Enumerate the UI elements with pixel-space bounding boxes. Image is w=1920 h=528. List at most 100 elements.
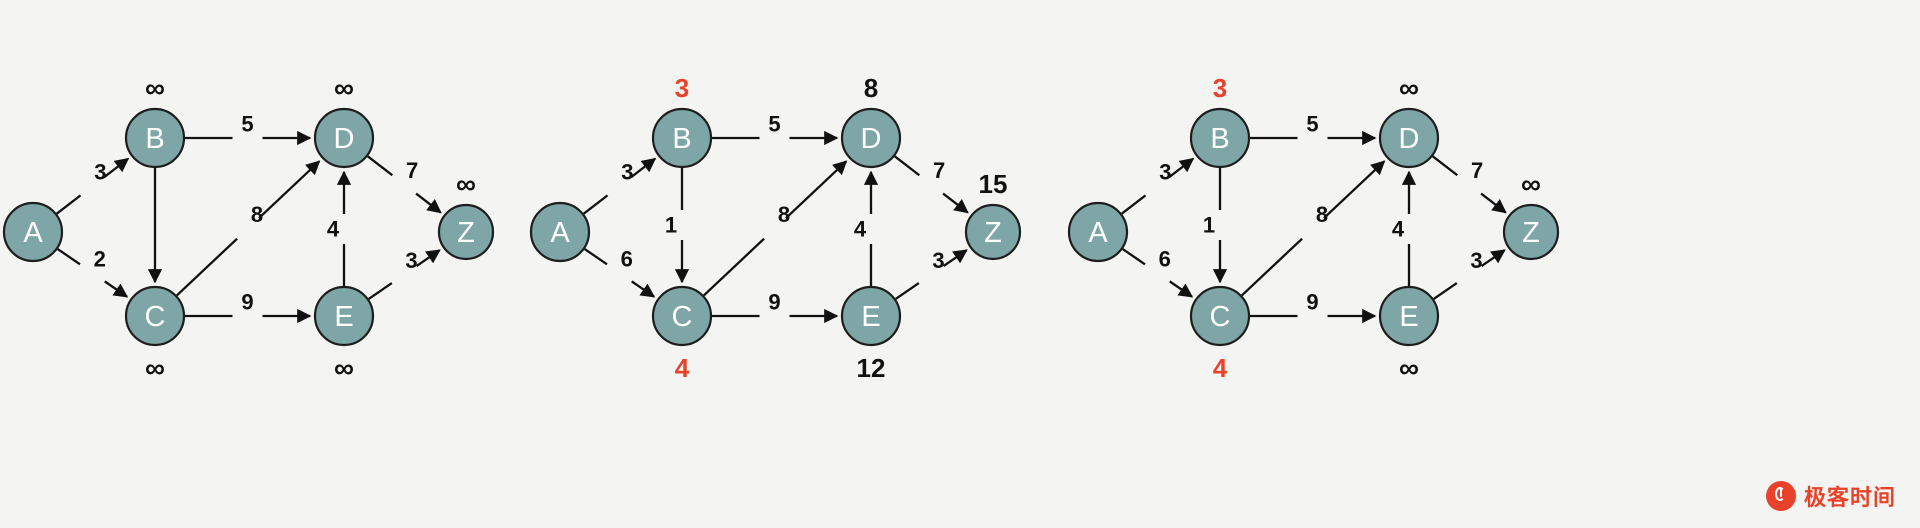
edge-C-E: 9	[712, 290, 839, 324]
edge-A-B: 3	[1121, 157, 1195, 215]
node-E-distance: 12	[857, 353, 886, 383]
edge-weight-D-Z: 7	[1471, 158, 1483, 183]
node-B-circle[interactable]	[124, 107, 186, 169]
node-Z[interactable]: Z∞	[437, 169, 495, 261]
node-B-label: B	[672, 123, 691, 155]
node-Z-circle[interactable]	[1502, 203, 1560, 261]
watermark: 极客时间	[1765, 480, 1896, 512]
node-B-distance: ∞	[145, 73, 165, 104]
edge-weight-A-B: 3	[1159, 160, 1171, 185]
node-D-label: D	[334, 123, 355, 155]
edge-weight-D-Z: 7	[933, 158, 945, 183]
node-D-circle[interactable]	[313, 107, 375, 169]
edge-A-C: 2	[57, 246, 129, 298]
node-C[interactable]: C4	[651, 285, 713, 383]
node-D-distance: ∞	[334, 73, 354, 104]
node-E-circle[interactable]	[840, 285, 902, 347]
node-D-circle[interactable]	[1378, 107, 1440, 169]
node-A-circle[interactable]	[529, 201, 591, 263]
node-D[interactable]: D8	[840, 73, 902, 169]
node-E-circle[interactable]	[313, 285, 375, 347]
edge-E-D: 4	[327, 170, 352, 286]
node-E-label: E	[334, 301, 353, 333]
edge-weight-A-C: 2	[94, 246, 106, 271]
node-E[interactable]: E∞	[1378, 285, 1440, 384]
node-D-distance: ∞	[1399, 73, 1419, 104]
edge-weight-B-D: 5	[241, 112, 253, 137]
node-Z[interactable]: Z15	[964, 169, 1022, 261]
node-D[interactable]: D∞	[1378, 73, 1440, 169]
edge-weight-E-Z: 3	[1470, 248, 1482, 273]
node-A[interactable]: A	[529, 201, 591, 263]
node-D-distance: 8	[864, 73, 878, 103]
node-Z-distance: ∞	[1521, 169, 1541, 200]
edge-E-Z: 3	[368, 248, 441, 300]
edge-weight-E-Z: 3	[405, 248, 417, 273]
node-D-circle[interactable]	[840, 107, 902, 169]
node-E-circle[interactable]	[1378, 285, 1440, 347]
edge-E-Z: 3	[1433, 248, 1506, 300]
edge-weight-E-D: 4	[854, 217, 867, 242]
node-A[interactable]: A	[1067, 201, 1129, 263]
node-Z-distance: ∞	[456, 169, 476, 200]
edge-weight-E-D: 4	[327, 217, 340, 242]
node-C-label: C	[672, 301, 693, 333]
node-C[interactable]: C∞	[124, 285, 186, 384]
edge-B-D: 5	[1250, 112, 1377, 146]
node-C-label: C	[1210, 301, 1231, 333]
edge-weight-C-D: 8	[1316, 202, 1328, 227]
node-A-label: A	[23, 217, 43, 249]
node-A-circle[interactable]	[1067, 201, 1129, 263]
node-C-circle[interactable]	[651, 285, 713, 347]
node-B-label: B	[1210, 123, 1229, 155]
node-B-circle[interactable]	[651, 107, 713, 169]
node-B[interactable]: B∞	[124, 73, 186, 169]
edge-E-Z: 3	[895, 248, 968, 300]
edge-weight-B-D: 5	[768, 112, 780, 137]
edge-A-B: 3	[56, 157, 130, 215]
node-C-circle[interactable]	[124, 285, 186, 347]
node-C-distance: ∞	[145, 353, 165, 384]
node-B[interactable]: B3	[1189, 73, 1251, 169]
node-B[interactable]: B3	[651, 73, 713, 169]
node-E-distance: ∞	[334, 353, 354, 384]
node-E-label: E	[1399, 301, 1418, 333]
edge-weight-C-E: 9	[1306, 290, 1318, 315]
edge-C-E: 9	[1250, 290, 1377, 324]
edge-weight-C-E: 9	[768, 290, 780, 315]
node-B-distance: 3	[675, 73, 689, 103]
edge-weight-C-D: 8	[778, 202, 790, 227]
node-Z-circle[interactable]	[964, 203, 1022, 261]
edge-weight-E-D: 4	[1392, 217, 1405, 242]
node-C-circle[interactable]	[1189, 285, 1251, 347]
node-B-distance: 3	[1213, 73, 1227, 103]
edge-B-D: 5	[185, 112, 312, 146]
edge-weight-B-D: 5	[1306, 112, 1318, 137]
edge-C-D: 8	[703, 160, 848, 297]
node-Z-distance: 15	[979, 169, 1008, 199]
edge-weight-C-E: 9	[241, 290, 253, 315]
edge-A-B: 3	[583, 157, 657, 215]
node-C[interactable]: C4	[1189, 285, 1251, 383]
node-B-circle[interactable]	[1189, 107, 1251, 169]
node-Z[interactable]: Z∞	[1502, 169, 1560, 261]
node-C-distance: 4	[675, 353, 690, 383]
edge-C-D: 8	[1241, 160, 1386, 297]
node-D-label: D	[1399, 123, 1420, 155]
node-A-label: A	[550, 217, 570, 249]
node-Z-circle[interactable]	[437, 203, 495, 261]
edge-weight-E-Z: 3	[932, 248, 944, 273]
node-E[interactable]: E12	[840, 285, 902, 383]
node-Z-label: Z	[1522, 217, 1540, 249]
edge-D-Z: 7	[1432, 155, 1507, 214]
node-E[interactable]: E∞	[313, 285, 375, 384]
edge-A-C: 6	[1122, 246, 1194, 298]
node-A[interactable]: A	[2, 201, 64, 263]
node-D[interactable]: D∞	[313, 73, 375, 169]
node-A-circle[interactable]	[2, 201, 64, 263]
edge-weight-A-B: 3	[94, 160, 106, 185]
